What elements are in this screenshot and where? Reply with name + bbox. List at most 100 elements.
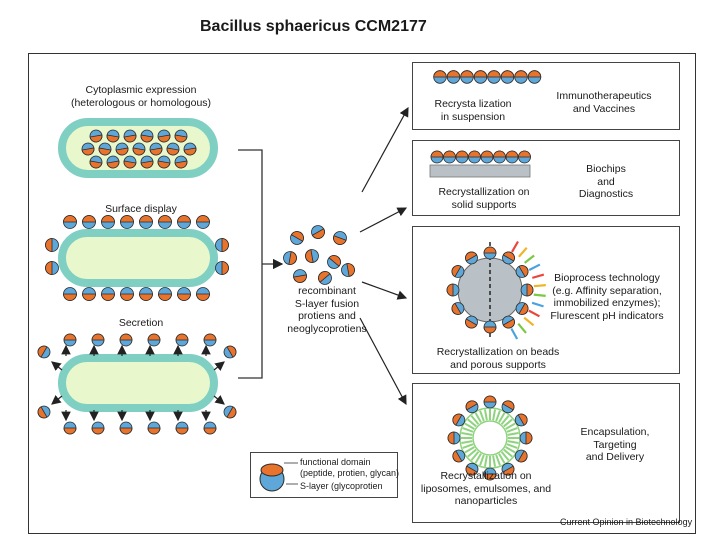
secretion-label: Secretion bbox=[118, 317, 164, 329]
lipid-molecule bbox=[503, 448, 513, 458]
support-protein bbox=[505, 150, 519, 164]
suspension-protein bbox=[500, 70, 515, 84]
fluorescent-ray bbox=[523, 316, 535, 327]
liposome-protein bbox=[483, 467, 497, 481]
lipid-molecule bbox=[479, 410, 485, 422]
support-protein bbox=[493, 150, 506, 164]
surface-protein bbox=[45, 238, 59, 252]
figure-frame bbox=[28, 53, 696, 534]
secreted-protein bbox=[223, 345, 237, 359]
lipid-molecule bbox=[461, 440, 473, 445]
cytoplasmic-protein bbox=[157, 129, 171, 143]
surface-protein bbox=[120, 215, 134, 229]
lipid-molecule bbox=[498, 412, 506, 423]
lipid-molecule bbox=[500, 415, 510, 425]
protein-subunits bbox=[37, 129, 355, 435]
surface-protein bbox=[177, 287, 191, 301]
cytoplasmic-protein bbox=[106, 129, 120, 143]
cytoplasmic-protein bbox=[140, 155, 154, 169]
application-graphics bbox=[259, 70, 546, 492]
secreted-protein bbox=[63, 421, 77, 435]
recombinant-label: recombinant S-layer fusion protiens and … bbox=[287, 285, 367, 335]
liposome-core bbox=[472, 420, 508, 456]
lipid-molecule bbox=[483, 409, 488, 421]
bead-protein bbox=[502, 315, 515, 329]
secreted-protein bbox=[37, 345, 51, 359]
recombinant-protein bbox=[311, 225, 325, 239]
lipid-molecule bbox=[505, 422, 516, 430]
surface-protein bbox=[196, 215, 210, 229]
bead-protein bbox=[520, 283, 534, 297]
lipid-molecule bbox=[492, 409, 497, 421]
lipid-molecule bbox=[495, 454, 501, 466]
bead-protein bbox=[483, 246, 497, 260]
liposome-protein bbox=[447, 431, 461, 445]
application-arrow bbox=[361, 106, 409, 193]
surface-protein bbox=[82, 215, 96, 229]
fluorescent-ray bbox=[511, 240, 519, 253]
secretion-arrow bbox=[213, 361, 225, 371]
lipid-molecule bbox=[507, 440, 519, 445]
app1-use-label: Immunotherapeutics and Vaccines bbox=[556, 90, 652, 115]
suspension-protein bbox=[527, 70, 542, 84]
solid-support bbox=[429, 164, 531, 178]
cell-surface-display bbox=[58, 229, 218, 287]
surface-protein bbox=[177, 215, 191, 229]
lipid-molecule bbox=[495, 410, 501, 422]
support-protein bbox=[518, 150, 531, 164]
surface-protein bbox=[215, 238, 229, 252]
cytoplasmic-protein bbox=[174, 155, 188, 169]
fluorescent-ray bbox=[531, 301, 544, 308]
support-protein bbox=[430, 150, 444, 164]
cytoplasmic-protein bbox=[149, 142, 163, 156]
recombinant-protein bbox=[290, 231, 304, 245]
lipid-molecule bbox=[500, 451, 510, 461]
lipid-molecule bbox=[492, 455, 497, 467]
bead-protein bbox=[451, 302, 465, 315]
lipid-molecule bbox=[464, 446, 475, 454]
cytoplasmic-label: Cytoplasmic expression (heterologous or … bbox=[70, 84, 212, 109]
fluorescent-ray bbox=[533, 293, 546, 297]
cytoplasmic-protein bbox=[81, 142, 95, 156]
cytoplasmic-protein bbox=[123, 129, 137, 143]
suspension-protein bbox=[514, 70, 528, 84]
secreted-protein bbox=[203, 421, 217, 435]
lipid-molecule bbox=[474, 412, 482, 423]
application-arrow bbox=[359, 207, 408, 233]
recombinant-protein bbox=[333, 231, 347, 245]
secreted-protein bbox=[37, 405, 51, 419]
app-box-solid-supports bbox=[412, 140, 680, 216]
surface-protein bbox=[139, 215, 153, 229]
application-arrows bbox=[51, 106, 409, 422]
legend-functional-label: functional domain (peptide, protien, gly… bbox=[300, 457, 400, 478]
recombinant-protein bbox=[318, 271, 332, 285]
bead-protein bbox=[465, 315, 478, 329]
surface-protein bbox=[196, 287, 210, 301]
support-protein bbox=[443, 150, 456, 164]
cytoplasmic-protein bbox=[89, 155, 103, 169]
secreted-protein bbox=[91, 421, 105, 435]
secreted-protein bbox=[119, 333, 133, 347]
lipid-molecule bbox=[479, 454, 485, 466]
surface-protein bbox=[158, 215, 172, 229]
bead-protein bbox=[446, 283, 460, 297]
bacterial-cells bbox=[58, 118, 218, 412]
surface-protein bbox=[63, 215, 77, 229]
bead-protein bbox=[483, 320, 497, 334]
liposome-protein bbox=[452, 413, 466, 427]
figure-title: Bacillus sphaericus CCM2177 bbox=[200, 18, 427, 35]
fluorescent-ray bbox=[531, 273, 545, 279]
liposome-protein bbox=[465, 462, 479, 476]
app1-process-label: Recrysta lization in suspension bbox=[434, 98, 512, 123]
lipid-molecule bbox=[506, 427, 518, 433]
lipid-molecule bbox=[464, 422, 475, 430]
liposome-protein bbox=[514, 413, 528, 427]
cytoplasmic-protein bbox=[123, 155, 137, 169]
surface-protein bbox=[215, 261, 229, 275]
liposome-protein bbox=[452, 449, 466, 463]
lipid-molecule bbox=[506, 443, 518, 449]
liposome-protein bbox=[501, 462, 515, 476]
secretion-arrow bbox=[51, 361, 63, 371]
secreted-protein bbox=[147, 333, 161, 347]
